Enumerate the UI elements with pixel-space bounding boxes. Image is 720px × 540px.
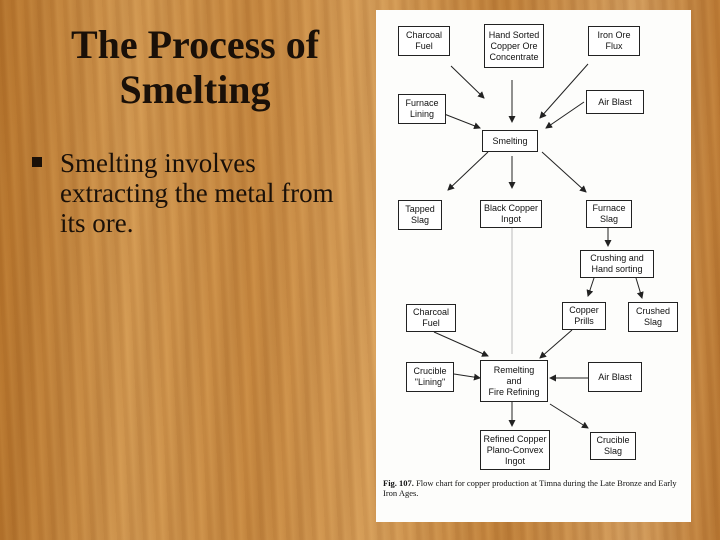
box-remelting-fire-refining: Remelting and Fire Refining <box>480 360 548 402</box>
figure-caption: Fig. 107. Flow chart for copper producti… <box>383 478 683 498</box>
box-tapped-slag: Tapped Slag <box>398 200 442 230</box>
box-label: Fuel <box>415 41 433 51</box>
box-label: Fuel <box>422 318 440 328</box>
box-label: Crucible <box>596 435 630 445</box>
box-label: Ingot <box>504 455 526 466</box>
box-label: Remelting <box>493 364 535 375</box>
slide-title-line-1: The Process of <box>70 22 320 67</box>
box-label: Air Blast <box>598 371 632 382</box>
box-label: Hand sorting <box>591 264 643 274</box>
box-label: Slag <box>603 446 622 456</box>
box-crushing-hand-sorting: Crushing and Hand sorting <box>580 250 654 278</box>
box-label: Crushing and <box>590 253 644 263</box>
box-label: Lining <box>409 109 435 119</box>
box-charcoal-fuel-top: Charcoal Fuel <box>398 26 450 56</box>
box-crucible-slag: Crucible Slag <box>590 432 636 460</box>
box-label: Tapped <box>405 204 435 214</box>
box-charcoal-fuel-middle: Charcoal Fuel <box>406 304 456 332</box>
box-furnace-lining: Furnace Lining <box>398 94 446 124</box>
box-label: Copper <box>569 305 599 315</box>
bullet-item: Smelting involves extracting the metal f… <box>60 148 334 238</box>
flow-arrows <box>433 63 644 429</box>
box-air-blast-top: Air Blast <box>586 90 644 114</box>
bullet-list: Smelting involves extracting the metal f… <box>32 148 342 238</box>
box-label: Charcoal <box>412 307 450 317</box>
box-label: Fire Refining <box>488 386 540 397</box>
box-copper-prills: Copper Prills <box>562 302 606 330</box>
box-label: Prills <box>574 316 594 326</box>
smelting-flow-chart: Charcoal Fuel Hand Sorted Copper Ore Con… <box>376 10 691 522</box>
box-label: Concentrate <box>489 51 539 62</box>
box-label: Charcoal <box>405 30 443 40</box>
box-smelting: Smelting <box>482 130 538 152</box>
box-furnace-slag: Furnace Slag <box>586 200 632 228</box>
box-label: Copper Ore <box>490 40 538 51</box>
box-black-copper-ingot: Black Copper Ingot <box>480 200 542 228</box>
box-air-blast-bottom: Air Blast <box>588 362 642 392</box>
box-label: "Lining" <box>414 377 446 387</box>
box-crucible-lining: Crucible "Lining" <box>406 362 454 392</box>
box-label: and <box>506 375 522 386</box>
box-label: Flux <box>605 41 623 51</box>
box-label: Slag <box>410 215 429 225</box>
box-label: Furnace <box>405 98 439 108</box>
box-label: Air Blast <box>598 96 632 107</box>
box-label: Plano-Convex <box>486 444 544 455</box>
box-label: Black Copper <box>483 203 539 213</box>
figure-caption-text: Flow chart for copper production at Timn… <box>383 478 677 498</box>
box-label: Iron Ore <box>597 30 631 40</box>
box-hand-sorted-ore: Hand Sorted Copper Ore Concentrate <box>484 24 544 68</box>
figure-caption-label: Fig. 107. <box>383 478 414 488</box>
box-label: Ingot <box>500 214 522 224</box>
box-label: Crushed <box>635 306 671 316</box>
box-label: Crucible <box>413 366 447 376</box>
box-iron-ore-flux: Iron Ore Flux <box>588 26 640 56</box>
box-label: Slag <box>599 214 618 224</box>
slide-title-line-2: Smelting <box>119 67 271 112</box>
box-label: Hand Sorted <box>488 29 540 40</box>
box-label: Refined Copper <box>483 433 547 444</box>
box-refined-copper-ingot: Refined Copper Plano-Convex Ingot <box>480 430 550 470</box>
box-label: Furnace <box>592 203 626 213</box>
box-label: Smelting <box>492 135 528 146</box>
box-crushed-slag: Crushed Slag <box>628 302 678 332</box>
square-bullet-icon <box>32 157 42 167</box>
box-label: Slag <box>643 317 662 327</box>
slide-title: The Process of Smelting <box>40 22 350 112</box>
